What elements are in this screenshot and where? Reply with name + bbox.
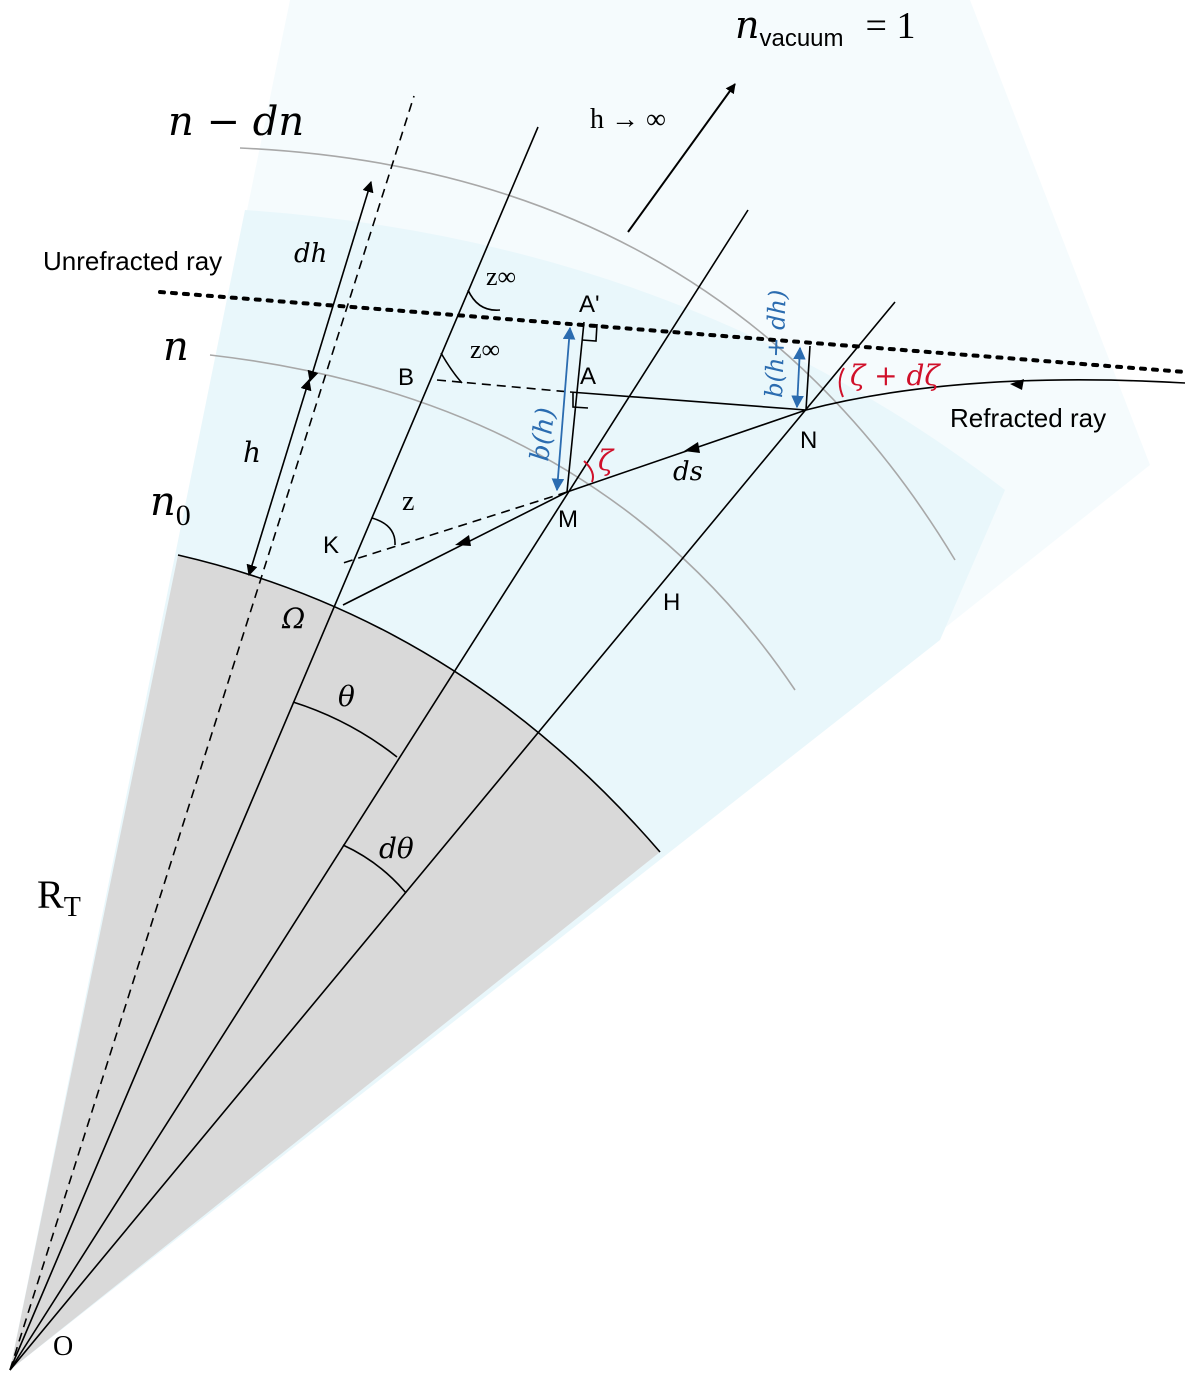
shell-n-minus-dn (239, 147, 956, 561)
point-h: H (663, 589, 680, 616)
earth-surface (177, 554, 661, 853)
zeta-dzeta-label: ζ + dζ (850, 359, 941, 392)
point-n: N (800, 427, 817, 454)
z-inf-top-arc (467, 289, 501, 311)
z-inf-mid-label: z∞ (470, 335, 500, 364)
point-a-prime: A' (579, 291, 600, 318)
an-line (569, 391, 807, 411)
z-inf-mid-arc (440, 352, 463, 384)
dh-label: dh (294, 239, 327, 269)
h-infinity-arrow (627, 83, 736, 233)
zeta-dzeta-arc (838, 367, 845, 398)
radius-label: RT (37, 872, 81, 923)
point-a: A (580, 363, 596, 390)
h-arrow (246, 378, 312, 577)
right-angle-a-prime (581, 323, 598, 342)
radial-m (9, 209, 749, 1371)
dh-arrow (307, 180, 374, 383)
b-h-arrow (551, 326, 576, 492)
dtheta-arc (342, 844, 407, 894)
refracted-ray-label: Refracted ray (950, 403, 1106, 433)
point-m: M (558, 506, 578, 533)
shell-label-n-minus-dn: n − dn (168, 99, 304, 145)
dtheta-label: dθ (379, 832, 414, 865)
h-infinity-label: h → ∞ (590, 104, 666, 135)
unrefracted-ray-line (158, 290, 1187, 374)
h-label: h (243, 436, 261, 469)
b-h-dh-arrow (791, 346, 806, 409)
theta-arc (292, 701, 398, 758)
point-k: K (323, 532, 339, 559)
ba-dashed (436, 379, 571, 393)
zeta-label: ζ (598, 444, 615, 477)
b-h-dh-label: b(h+ dh) (760, 289, 792, 398)
point-b: B (398, 364, 414, 391)
b-h-label: b(h) (525, 406, 561, 463)
shell-label-n: n (163, 324, 189, 370)
refracted-arrow-1 (1010, 379, 1024, 390)
radial-n (9, 301, 896, 1371)
z-arc (371, 517, 396, 546)
tangent-dashed (342, 491, 568, 564)
ds-label: ds (673, 457, 703, 487)
theta-label: θ (338, 680, 355, 713)
point-omega: Ω (281, 602, 305, 635)
earth-sector (10, 555, 660, 1370)
z-inf-top-label: z∞ (486, 262, 516, 291)
radial-omega (9, 126, 539, 1371)
zeta-arc (583, 460, 594, 483)
shell-label-n0: n0 (150, 479, 191, 532)
refracted-arrow-3 (455, 535, 471, 546)
n-perp-line (805, 345, 811, 411)
refracted-arrow-2 (684, 442, 700, 453)
unrefracted-ray-label: Unrefracted ray (43, 246, 222, 276)
n-vacuum-label: nvacuum= 1 (735, 3, 915, 52)
z-label: z (402, 486, 414, 517)
refracted-ray-curve (342, 379, 1186, 606)
point-o: O (53, 1331, 73, 1362)
